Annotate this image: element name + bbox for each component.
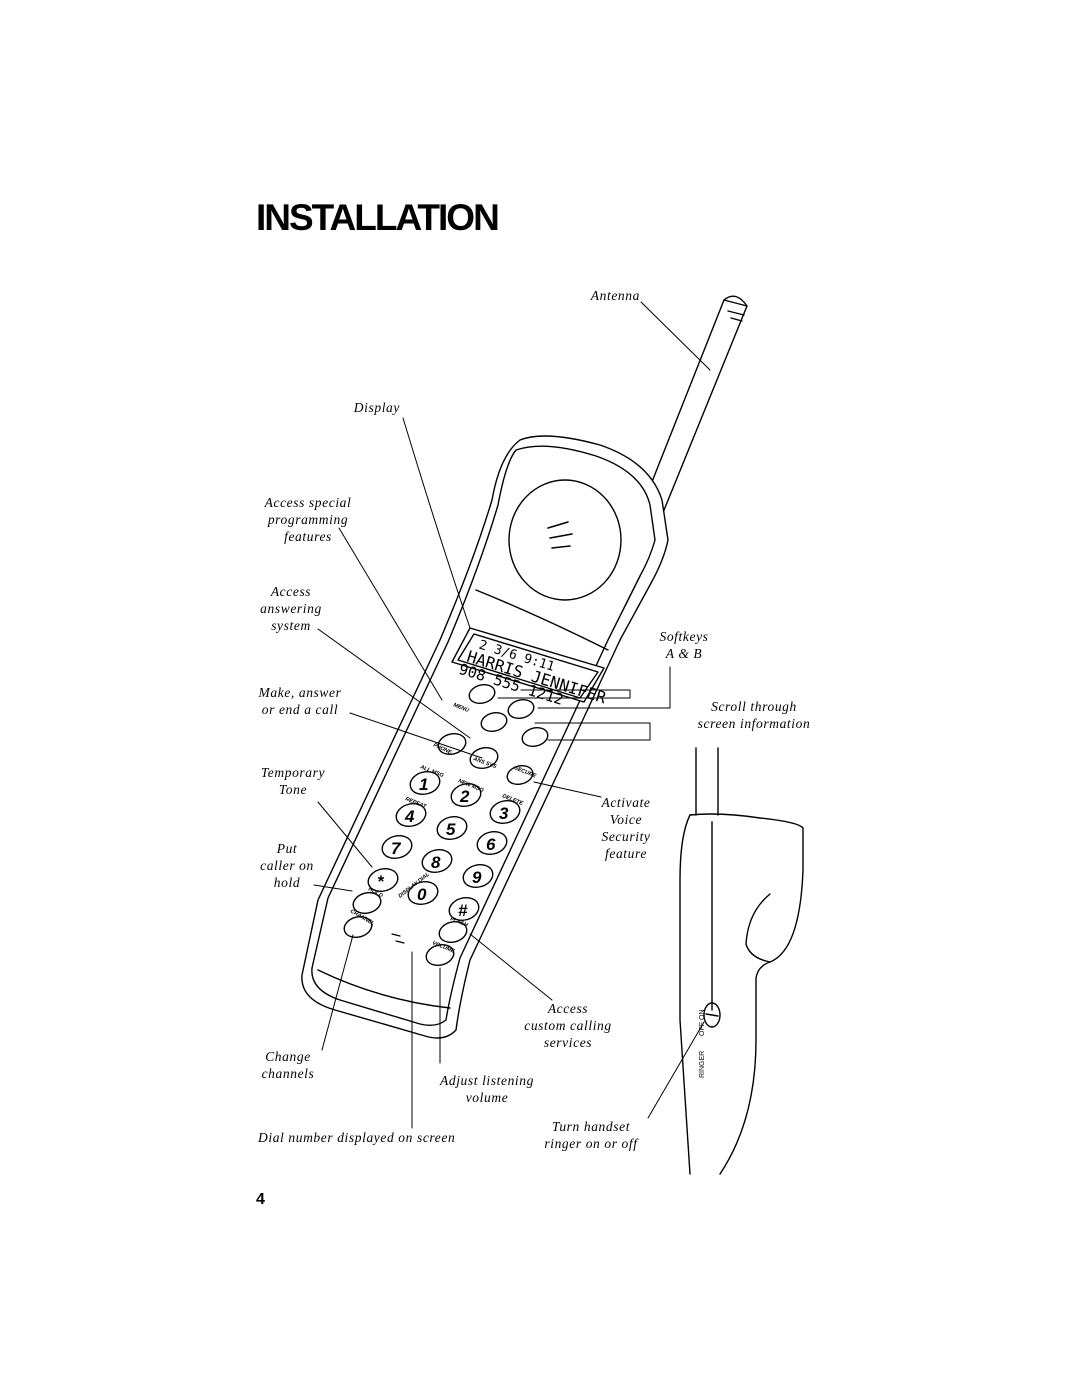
label-antenna: Antenna <box>560 287 640 304</box>
label-voice-security: Activate Voice Security feature <box>590 794 662 862</box>
label-scroll-through: Scroll through screen information <box>684 698 824 732</box>
label-line: Softkeys <box>659 629 709 644</box>
label-line: or end a call <box>261 702 339 717</box>
key-8-label: 8 <box>431 853 441 872</box>
handset-side-view-drawing <box>679 747 804 1175</box>
label-line: Change <box>265 1049 311 1064</box>
page-number: 4 <box>256 1191 265 1208</box>
label-softkeys: Softkeys A & B <box>636 628 732 662</box>
label-custom-calling: Access custom calling services <box>508 1000 628 1051</box>
key-star-label: * <box>377 872 385 891</box>
label-line: channels <box>261 1066 315 1081</box>
label-line: volume <box>465 1090 509 1105</box>
label-line: Make, answer <box>258 685 342 700</box>
label-line: Access <box>547 1001 589 1016</box>
label-dial-number-displayed: Dial number displayed on screen <box>258 1129 455 1146</box>
key-6-label: 6 <box>486 835 496 854</box>
label-line: Put <box>276 841 298 856</box>
label-line: features <box>284 529 332 544</box>
label-put-caller-on-hold: Put caller on hold <box>250 840 324 891</box>
label-adjust-volume: Adjust listening volume <box>424 1072 550 1106</box>
label-line: Adjust listening <box>440 1073 534 1088</box>
label-make-answer-end-call: Make, answer or end a call <box>240 684 360 718</box>
label-access-answering-system: Access answering system <box>246 583 336 634</box>
label-line: Voice <box>609 812 643 827</box>
label-ringer: Turn handset ringer on or off <box>526 1118 656 1152</box>
key-7-label: 7 <box>391 839 402 858</box>
keypad-drawing <box>343 683 549 967</box>
label-line: Activate <box>601 795 651 810</box>
callout-lines <box>313 301 711 1129</box>
label-display: Display <box>320 399 400 416</box>
label-display-text: Display <box>353 400 400 415</box>
label-line: feature <box>605 846 647 861</box>
label-line: answering <box>260 601 322 616</box>
page-title: INSTALLATION <box>256 197 500 238</box>
key-4-label: 4 <box>404 807 415 826</box>
side-switch-labels: OFF ON RINGER <box>699 1010 706 1079</box>
key-hash-label: # <box>458 901 468 920</box>
switch-on-label: ON <box>699 1010 706 1021</box>
label-line: Security <box>601 829 651 844</box>
label-line: Access <box>270 584 312 599</box>
label-line: A & B <box>665 646 703 661</box>
label-line: Turn handset <box>551 1119 631 1134</box>
key-0-label: 0 <box>417 885 427 904</box>
label-line: Access special <box>264 495 352 510</box>
label-temporary-tone: Temporary Tone <box>240 764 346 798</box>
label-line: Temporary <box>260 765 326 780</box>
label-line: ringer on or off <box>544 1136 638 1151</box>
switch-ringer-label: RINGER <box>699 1051 706 1078</box>
label-change-channels: Change channels <box>246 1048 330 1082</box>
label-line: Tone <box>278 782 308 797</box>
label-dial-number-text: Dial number displayed on screen <box>258 1130 456 1145</box>
label-line: system <box>271 618 311 633</box>
label-line: Scroll through <box>711 699 797 714</box>
label-access-special-programming: Access special programming features <box>248 494 368 545</box>
label-line: hold <box>273 875 301 890</box>
label-line: caller on <box>260 858 314 873</box>
label-line: screen information <box>697 716 811 731</box>
label-line: custom calling <box>524 1018 612 1033</box>
label-line: services <box>543 1035 593 1050</box>
digit-labels: 1 2 3 4 5 6 7 8 9 * 0 # <box>377 775 509 920</box>
label-antenna-text: Antenna <box>590 288 640 303</box>
key-5-label: 5 <box>446 820 456 839</box>
key-2-label: 2 <box>459 787 470 806</box>
label-line: programming <box>267 512 349 527</box>
key-1-label: 1 <box>419 775 428 794</box>
switch-off-label: OFF <box>699 1022 706 1036</box>
key-3-label: 3 <box>499 804 509 823</box>
key-9-label: 9 <box>472 868 482 887</box>
